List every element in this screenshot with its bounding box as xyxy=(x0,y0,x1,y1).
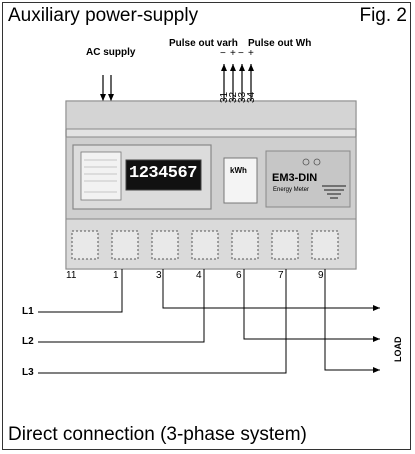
meter-subtitle: Energy Meter xyxy=(273,187,310,193)
figure-frame xyxy=(2,2,411,450)
pulse-terminal-34: 34 xyxy=(246,91,257,103)
led-icon xyxy=(302,158,310,166)
terminal-block-7 xyxy=(271,230,299,260)
kwh-unit: kWh xyxy=(230,166,247,175)
wire-l3-out xyxy=(324,269,380,373)
ac-supply-label: AC supply xyxy=(86,47,136,58)
terminal-block-9 xyxy=(311,230,339,260)
terminal-label-6: 6 xyxy=(236,270,242,281)
terminal-label-7: 7 xyxy=(278,270,284,281)
terminal-label-3: 3 xyxy=(156,270,162,281)
kwh-panel xyxy=(223,157,258,204)
figure-number: Fig. 2 xyxy=(359,5,407,26)
terminal-block-11 xyxy=(71,230,99,260)
pulse-wh-label: Pulse out Wh xyxy=(248,38,312,49)
wire-l3-in xyxy=(38,269,287,374)
line-label-l2: L2 xyxy=(22,336,34,347)
polarity-minus-31: − xyxy=(220,48,226,59)
polarity-minus-33: − xyxy=(238,48,244,59)
lcd-display xyxy=(125,159,202,191)
terminal-block-6 xyxy=(231,230,259,260)
terminal-label-1: 1 xyxy=(113,270,119,281)
wire-l1-in xyxy=(38,269,123,313)
line-label-l3: L3 xyxy=(22,367,34,378)
wire-l1-out xyxy=(162,269,380,311)
wire-l2-out xyxy=(243,269,380,342)
terminal-label-9: 9 xyxy=(318,270,324,281)
scroll-button-icon xyxy=(322,185,346,199)
terminal-block-3 xyxy=(151,230,179,260)
polarity-plus-34: + xyxy=(248,48,254,59)
figure-caption: Direct connection (3-phase system) xyxy=(8,424,307,445)
polarity-plus-32: + xyxy=(230,48,236,59)
led-icon xyxy=(313,158,321,166)
terminal-label-4: 4 xyxy=(196,270,202,281)
line-label-l1: L1 xyxy=(22,306,34,317)
meter-model: EM3-DIN xyxy=(272,172,318,184)
terminal-block-1 xyxy=(111,230,139,260)
load-label: LOAD xyxy=(393,336,403,363)
meter-top-rail xyxy=(65,100,357,130)
figure-title: Auxiliary power-supply xyxy=(8,5,199,26)
lcd-reading: 1234567 xyxy=(129,164,197,183)
terminal-label-11: 11 xyxy=(66,270,77,281)
pulse-varh-label: Pulse out varh xyxy=(169,38,238,49)
meter-label-sticker xyxy=(80,151,122,201)
terminal-block-4 xyxy=(191,230,219,260)
wire-l2-in xyxy=(38,269,205,343)
